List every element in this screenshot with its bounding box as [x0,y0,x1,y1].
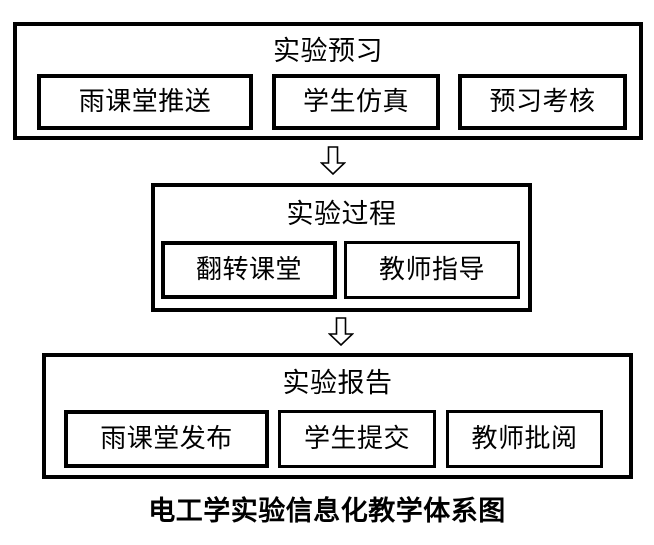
figure-caption: 电工学实验信息化教学体系图 [148,496,506,527]
step-box-rain-classroom-push: 雨课堂推送 [37,74,253,130]
stage-box-preview: 实验预习 雨课堂推送 学生仿真 预习考核 [13,22,643,140]
step-label: 学生提交 [303,424,410,454]
step-label: 教师指导 [378,255,485,285]
stage-title-preview: 实验预习 [273,36,383,67]
step-label: 学生仿真 [302,87,409,117]
stage-box-report: 实验报告 雨课堂发布 学生提交 教师批阅 [42,353,633,479]
step-box-student-simulation: 学生仿真 [272,74,440,130]
stage-box-process: 实验过程 翻转课堂 教师指导 [151,183,532,312]
arrow-down-icon [320,146,346,175]
step-box-rain-classroom-publish: 雨课堂发布 [64,410,269,468]
stage-title-process: 实验过程 [286,199,397,230]
step-label: 教师批阅 [471,424,578,454]
scan-bleed-artifact [8,0,568,4]
step-box-student-submit: 学生提交 [278,410,436,468]
step-label: 雨课堂发布 [100,424,233,454]
stage-title-report: 实验报告 [282,368,393,399]
step-box-flipped-classroom: 翻转课堂 [161,241,337,299]
step-box-teacher-review: 教师批阅 [446,410,603,468]
step-label: 雨课堂推送 [78,87,212,117]
step-box-preview-assessment: 预习考核 [458,74,627,130]
arrow-down-icon [328,317,354,346]
step-label: 翻转课堂 [195,255,302,285]
step-label: 预习考核 [489,87,596,117]
step-box-teacher-guidance: 教师指导 [344,241,520,299]
